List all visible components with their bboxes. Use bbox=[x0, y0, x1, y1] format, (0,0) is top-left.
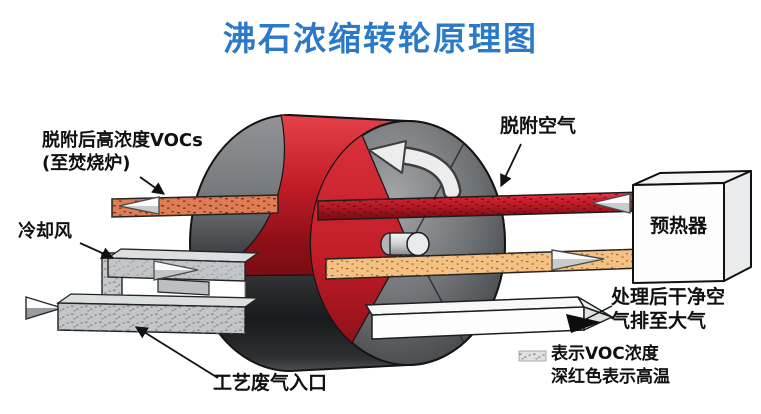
rotation-arrow-icon bbox=[368, 140, 462, 201]
page-title: 沸石浓缩转轮原理图 bbox=[223, 19, 538, 58]
label-process-gas-inlet: 工艺废气入口 bbox=[213, 372, 328, 394]
flow-arrow-left-icon bbox=[118, 196, 160, 215]
leader-clean-air bbox=[585, 305, 613, 320]
rotor-axle bbox=[380, 231, 430, 257]
cooling-loop bbox=[25, 248, 261, 335]
label-clean-air-line1: 处理后干净空 bbox=[611, 286, 726, 308]
label-desorbed-voc-line2: (至焚烧炉) bbox=[42, 153, 131, 174]
leader-process-gas bbox=[134, 326, 219, 379]
voc-outlet-duct bbox=[111, 194, 279, 218]
legend-line2: 深红色表示高温 bbox=[551, 367, 670, 387]
label-clean-air-line2: 气排至大气 bbox=[611, 310, 707, 332]
flow-arrow-right-icon bbox=[153, 260, 199, 281]
leader-desorption-air bbox=[500, 143, 522, 188]
label-preheater: 预热器 bbox=[649, 215, 707, 237]
hot-air-duct bbox=[317, 191, 646, 221]
flow-arrow-left-icon bbox=[591, 193, 631, 214]
leader-arrows bbox=[79, 143, 613, 379]
leader-voc-outlet bbox=[139, 176, 166, 195]
flow-arrow-right-icon bbox=[551, 249, 605, 271]
legend-voc-swatch bbox=[518, 350, 547, 362]
label-clean-air: 处理后干净空 气排至大气 bbox=[611, 285, 725, 333]
label-desorbed-voc: 脱附后高浓度VOCs (至焚烧炉) bbox=[42, 129, 203, 175]
label-cooling-air: 冷却风 bbox=[18, 221, 72, 242]
rotor-hot-sector-face bbox=[309, 134, 409, 344]
flow-arrow-right-icon bbox=[566, 314, 601, 333]
legend-text: 表示VOC浓度 深红色表示高温 bbox=[551, 343, 670, 389]
preheater-box bbox=[632, 170, 752, 284]
desorption-air-duct bbox=[325, 248, 646, 280]
inlet-arrow-icon bbox=[25, 296, 65, 320]
clean-air-duct bbox=[364, 296, 614, 340]
label-desorbed-voc-line1: 脱附后高浓度VOCs bbox=[42, 130, 203, 151]
legend-line1: 表示VOC浓度 bbox=[551, 344, 659, 364]
label-desorption-air: 脱附空气 bbox=[500, 115, 577, 137]
leader-cooling-air bbox=[79, 242, 115, 260]
